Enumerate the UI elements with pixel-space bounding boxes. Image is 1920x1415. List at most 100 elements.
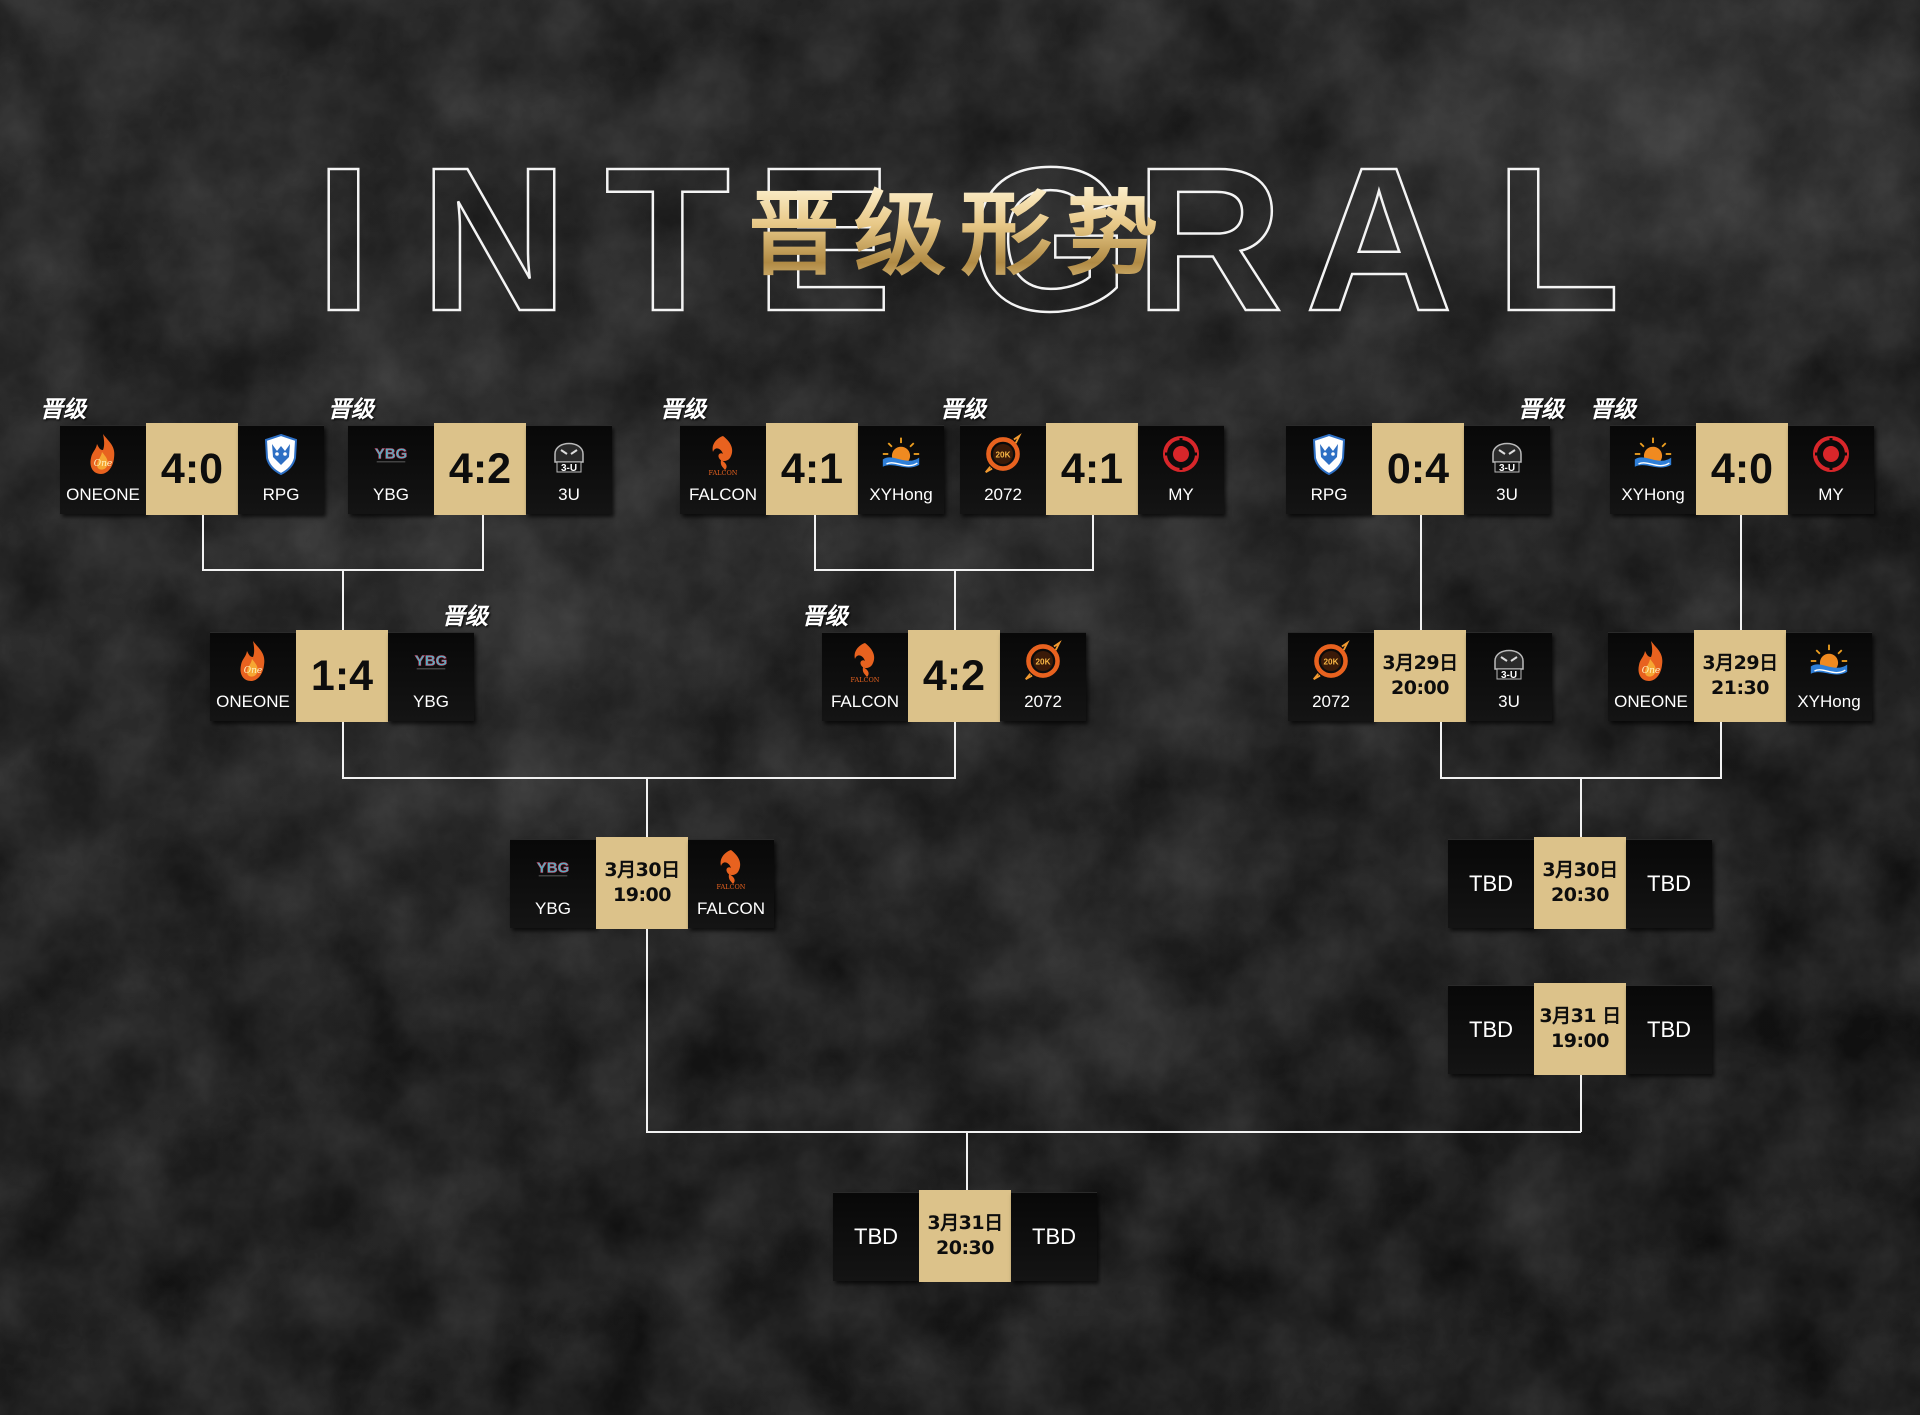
- xyhong-sun-wave-icon: [881, 432, 921, 476]
- ybg-logo-icon: YBG: [371, 432, 411, 476]
- 2072-fire-ring-icon: 20K: [1311, 639, 1351, 683]
- team-name-tbd: TBD: [854, 1224, 898, 1249]
- match-date-time: 3月31 日 19:00: [1534, 983, 1626, 1075]
- match-score: 4:2: [908, 630, 1000, 722]
- svg-text:One: One: [1642, 666, 1661, 676]
- team-slot-right[interactable]: RPG: [238, 425, 324, 514]
- outline-letter: R: [1134, 136, 1285, 344]
- team-slot-right[interactable]: XYHong: [858, 425, 944, 514]
- xyhong-sun-wave-icon: [1633, 432, 1673, 476]
- team-name: FALCON: [696, 899, 766, 918]
- team-slot-left[interactable]: 20K 2072: [1288, 632, 1374, 721]
- svg-text:20K: 20K: [1324, 658, 1339, 667]
- advance-badge: 晋级: [442, 604, 488, 630]
- outline-letter: A: [1304, 136, 1455, 344]
- team-name: MY: [1168, 485, 1194, 504]
- team-name: ONEONE: [1614, 692, 1688, 711]
- team-name: 2072: [984, 485, 1022, 504]
- svg-text:3-U: 3-U: [1499, 463, 1515, 474]
- svg-text:YBG: YBG: [375, 445, 408, 462]
- schedule-text: 3月31日 20:30: [927, 1212, 1003, 1259]
- team-slot-right[interactable]: FALCON FALCON: [688, 839, 774, 928]
- team-slot-right[interactable]: TBD: [1011, 1192, 1097, 1281]
- match-date-time: 3月29日 20:00: [1374, 630, 1466, 722]
- team-slot-left[interactable]: YBG YBG: [348, 425, 434, 514]
- svg-text:FALCON: FALCON: [851, 676, 880, 683]
- my-target-icon: [1161, 432, 1201, 476]
- team-slot-right[interactable]: TBD: [1626, 985, 1712, 1074]
- match-date-time: 3月29日 21:30: [1694, 630, 1786, 722]
- match-score: 4:1: [1046, 423, 1138, 515]
- advance-badge: 晋级: [40, 397, 86, 423]
- team-slot-left[interactable]: XYHong: [1610, 425, 1696, 514]
- team-name: 2072: [1312, 692, 1350, 711]
- advance-badge: 晋级: [660, 397, 706, 423]
- match-date-time: 3月31日 20:30: [919, 1190, 1011, 1282]
- team-name-tbd: TBD: [1469, 871, 1513, 896]
- team-name: XYHong: [869, 485, 933, 504]
- team-slot-left[interactable]: TBD: [1448, 985, 1534, 1074]
- team-slot-left[interactable]: TBD: [833, 1192, 919, 1281]
- advance-badge: 晋级: [940, 397, 986, 423]
- team-slot-right[interactable]: 3-U 3U: [526, 425, 612, 514]
- match-date-time: 3月30日 19:00: [596, 837, 688, 929]
- falcon-phoenix-icon: FALCON: [703, 432, 743, 476]
- team-name: MY: [1818, 485, 1844, 504]
- team-slot-left[interactable]: 20K 2072: [960, 425, 1046, 514]
- svg-text:One: One: [94, 459, 113, 469]
- svg-text:3-U: 3-U: [561, 463, 577, 474]
- team-name: YBG: [373, 485, 409, 504]
- score-text: 4:1: [1060, 444, 1124, 493]
- outline-letter: L: [1494, 136, 1622, 344]
- match-score: 1:4: [296, 630, 388, 722]
- schedule-text: 3月29日 20:00: [1382, 652, 1458, 699]
- team-name-tbd: TBD: [1647, 1017, 1691, 1042]
- 3u-helmet-icon: 3-U: [549, 432, 589, 476]
- match-score: 4:2: [434, 423, 526, 515]
- 3u-helmet-icon: 3-U: [1487, 432, 1527, 476]
- advance-badge: 晋级: [1590, 397, 1636, 423]
- team-slot-right[interactable]: YBG YBG: [388, 632, 474, 721]
- team-slot-right[interactable]: XYHong: [1786, 632, 1872, 721]
- team-name: YBG: [413, 692, 449, 711]
- team-slot-right[interactable]: MY: [1138, 425, 1224, 514]
- score-text: 4:2: [922, 651, 986, 700]
- team-slot-right[interactable]: TBD: [1626, 839, 1712, 928]
- team-slot-left[interactable]: TBD: [1448, 839, 1534, 928]
- 2072-fire-ring-icon: 20K: [983, 432, 1023, 476]
- team-name: XYHong: [1621, 485, 1685, 504]
- oneone-flame-icon: One: [233, 639, 273, 683]
- team-slot-left[interactable]: RPG: [1286, 425, 1372, 514]
- team-name: ONEONE: [216, 692, 290, 711]
- falcon-phoenix-icon: FALCON: [711, 846, 751, 890]
- team-slot-right[interactable]: MY: [1788, 425, 1874, 514]
- svg-text:YBG: YBG: [415, 652, 448, 669]
- ybg-logo-icon: YBG: [533, 846, 573, 890]
- outline-letter: G: [969, 136, 1131, 344]
- team-name: RPG: [262, 485, 300, 504]
- svg-text:20K: 20K: [1036, 658, 1051, 667]
- oneone-flame-icon: One: [83, 432, 123, 476]
- svg-text:FALCON: FALCON: [709, 469, 738, 476]
- rpg-wolf-shield-icon: [261, 432, 301, 476]
- match-score: 4:0: [1696, 423, 1788, 515]
- team-name: 3U: [558, 485, 580, 504]
- team-name: 3U: [1498, 692, 1520, 711]
- svg-text:20K: 20K: [996, 451, 1011, 460]
- match-score: 4:0: [146, 423, 238, 515]
- score-text: 4:0: [1710, 444, 1774, 493]
- team-name: RPG: [1310, 485, 1348, 504]
- score-text: 1:4: [310, 651, 374, 700]
- score-text: 4:0: [160, 444, 224, 493]
- advance-badge: 晋级: [802, 604, 848, 630]
- team-name: XYHong: [1797, 692, 1861, 711]
